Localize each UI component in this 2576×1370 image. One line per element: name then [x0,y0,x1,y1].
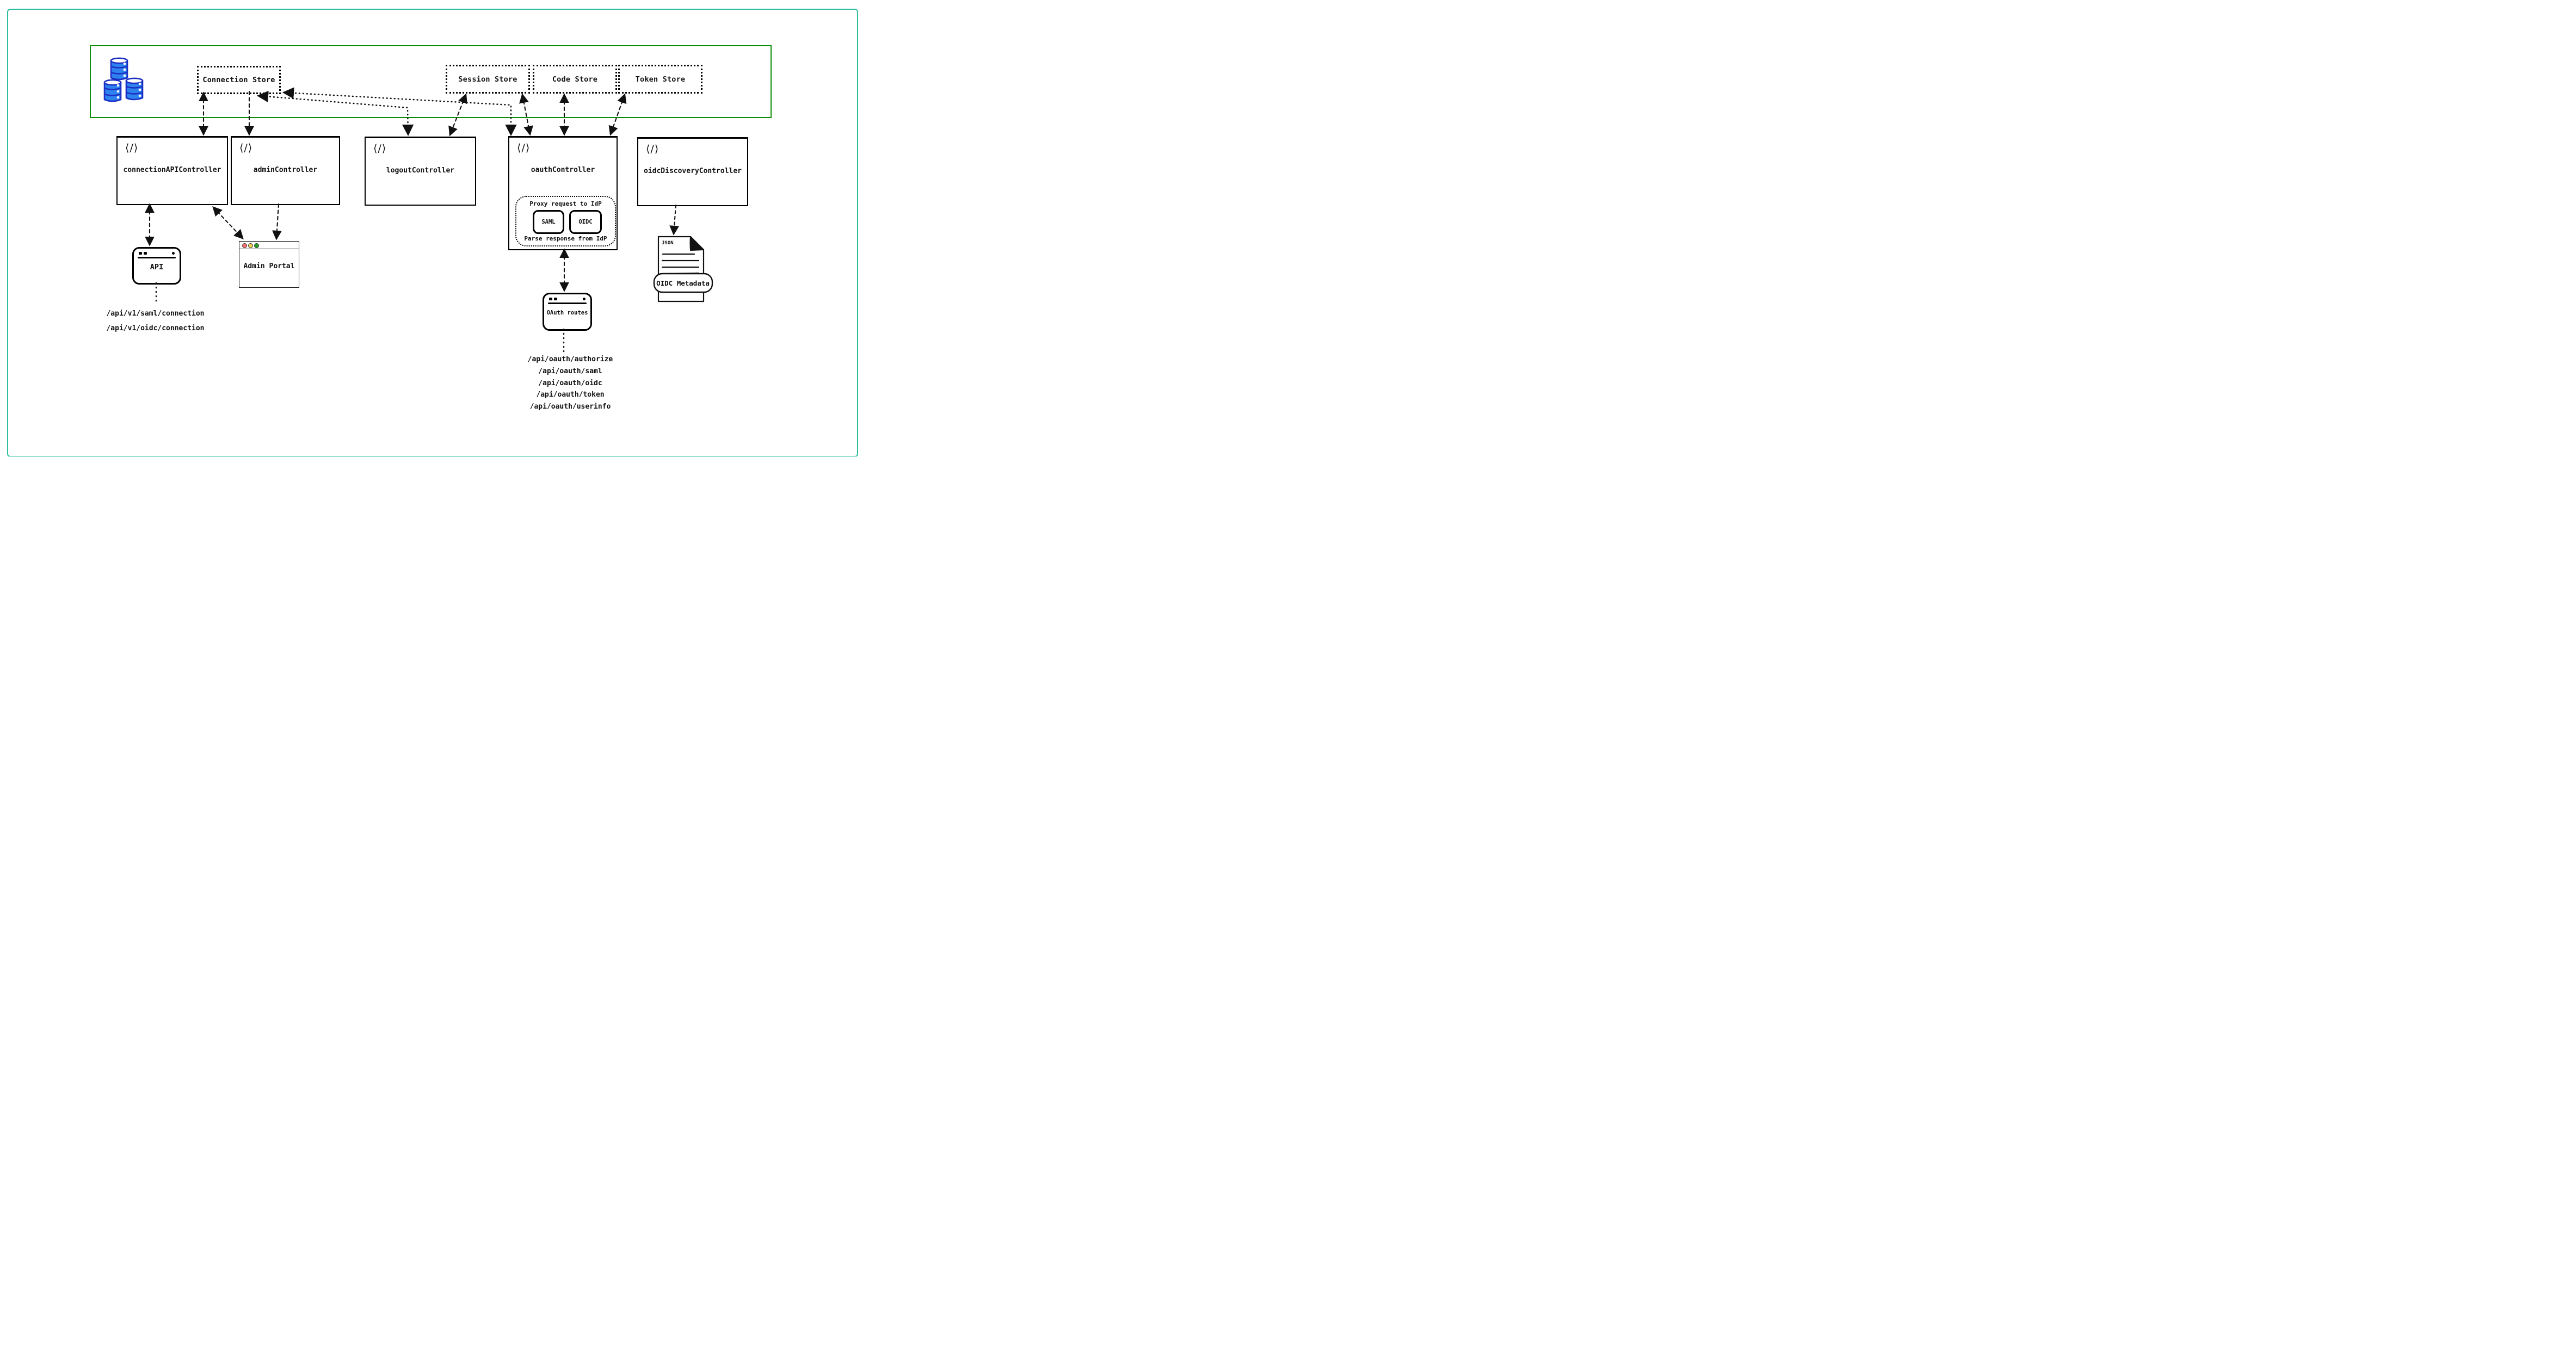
controller-label: logoutController [386,166,455,175]
controller-label: connectionAPIController [123,166,221,174]
window-button [549,298,552,300]
admin-portal-title: Admin Portal [243,262,295,270]
admin-controller-box: ⟨/⟩ adminController [231,136,340,205]
architecture-diagram: Connection Store Session Store Code Stor… [0,0,859,456]
window-button [139,252,142,255]
endpoint: /api/oauth/saml [538,367,602,375]
code-icon: ⟨/⟩ [517,142,531,154]
api-window-icon: API [132,247,181,285]
controller-label: adminController [253,166,318,174]
oidc-label: OIDC [578,219,593,225]
api-endpoint-list: /api/v1/saml/connection /api/v1/oidc/con… [97,306,214,336]
arrow-connection-api-admin-portal [212,206,244,239]
oidc-metadata-label: OIDC Metadata [656,279,710,287]
proxy-request-label: Proxy request to IdP [529,200,602,207]
code-store-box: Code Store [533,65,617,94]
oauth-endpoint-list: /api/oauth/authorize /api/oauth/saml /ap… [517,354,624,413]
window-toolbar [138,257,176,258]
window-button [172,252,175,255]
code-icon: ⟨/⟩ [125,142,139,154]
oauth-routes-window-icon: OAuth routes [543,293,592,331]
endpoint: /api/v1/oidc/connection [106,324,205,332]
endpoint: /api/v1/saml/connection [106,310,205,318]
parse-response-label: Parse response from IdP [524,235,607,242]
endpoint: /api/oauth/oidc [538,379,602,387]
window-button [144,252,147,255]
token-store-label: Token Store [635,75,686,84]
logout-controller-box: ⟨/⟩ logoutController [365,137,476,206]
code-icon: ⟨/⟩ [646,143,660,155]
saml-label: SAML [541,219,556,225]
code-icon: ⟨/⟩ [239,142,253,154]
json-document-icon: JSON OIDC Metadata [653,236,713,303]
minimize-traffic-light-icon [248,243,253,248]
oauth-controller-box: ⟨/⟩ oauthController Proxy request to IdP… [508,136,618,250]
session-store-box: Session Store [446,65,530,94]
controller-label: oauthController [531,166,595,174]
code-store-label: Code Store [552,75,598,84]
connection-store-label: Connection Store [202,76,275,84]
endpoint: /api/oauth/authorize [527,355,613,363]
admin-portal-window: Admin Portal [239,241,299,288]
idp-proxy-group: Proxy request to IdP SAML OIDC Parse res… [515,196,616,246]
saml-box: SAML [533,210,564,234]
close-traffic-light-icon [242,243,247,248]
arrow-oidc-discovery-metadata [669,204,680,236]
code-icon: ⟨/⟩ [373,143,387,155]
session-store-label: Session Store [458,75,517,84]
oidc-box: OIDC [569,210,602,234]
window-button [583,298,586,300]
arrow-admin-admin-portal [272,203,282,240]
window-button [554,298,557,300]
oauth-routes-title: OAuth routes [546,310,588,316]
maximize-traffic-light-icon [254,243,259,248]
connection-api-controller-box: ⟨/⟩ connectionAPIController [116,136,228,205]
endpoint: /api/oauth/token [536,391,605,399]
token-store-box: Token Store [618,65,702,94]
connection-store-box: Connection Store [197,66,281,94]
api-window-title: API [150,263,164,271]
window-toolbar [548,303,587,304]
controller-label: oidcDiscoveryController [643,167,742,175]
oidc-discovery-controller-box: ⟨/⟩ oidcDiscoveryController [637,137,748,206]
browser-titlebar [239,242,299,249]
endpoint: /api/oauth/userinfo [529,403,611,411]
json-label: JSON [662,240,674,246]
